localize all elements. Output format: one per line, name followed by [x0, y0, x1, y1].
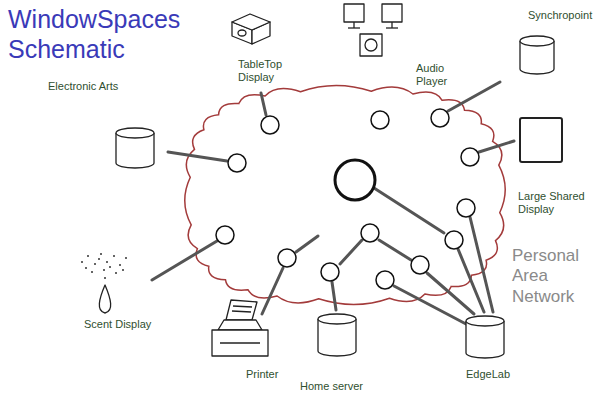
- diagram-title: WindowSpaces Schematic: [8, 4, 208, 64]
- device-label: TableTop Display: [238, 58, 296, 83]
- audio-player-icon: [344, 4, 402, 56]
- edgelab-cylinder: [466, 316, 504, 358]
- device-name: Electronic Arts: [48, 80, 158, 93]
- printer-icon: [212, 300, 268, 356]
- device-name: TableTop Display: [238, 58, 296, 83]
- scent-drop: [99, 285, 110, 313]
- connection-lines: [152, 82, 514, 324]
- device-label: Audio Player: [416, 62, 460, 87]
- device-name: Large Shared Display: [518, 190, 598, 215]
- network-cloud: [185, 85, 505, 304]
- network-circles: [216, 109, 479, 289]
- device-label: Synchropoint: [528, 9, 612, 22]
- device-label: Scent Display: [84, 318, 184, 331]
- device-name: EdgeLab: [466, 368, 536, 381]
- device-label: Electronic Arts: [48, 80, 158, 93]
- electronic-arts-cylinder: [116, 128, 154, 168]
- device-label: Printer: [246, 368, 316, 381]
- device-label: Home server: [300, 380, 390, 393]
- synchropoint-cylinder: [520, 36, 554, 74]
- device-name: Synchropoint: [528, 9, 612, 22]
- device-label: EdgeLab: [466, 368, 536, 381]
- device-name: Home server: [300, 380, 390, 393]
- scent-icon: [81, 253, 127, 279]
- device-name: Printer: [246, 368, 316, 381]
- device-name: Audio Player: [416, 62, 460, 87]
- device-name: Scent Display: [84, 318, 184, 331]
- large-display-icon: [520, 118, 562, 162]
- tabletop-icon: [232, 14, 270, 44]
- home-server-cylinder: [318, 314, 356, 356]
- device-icons: [81, 4, 562, 358]
- region-label: Personal Area Network: [512, 246, 594, 307]
- device-label: Large Shared Display: [518, 190, 598, 215]
